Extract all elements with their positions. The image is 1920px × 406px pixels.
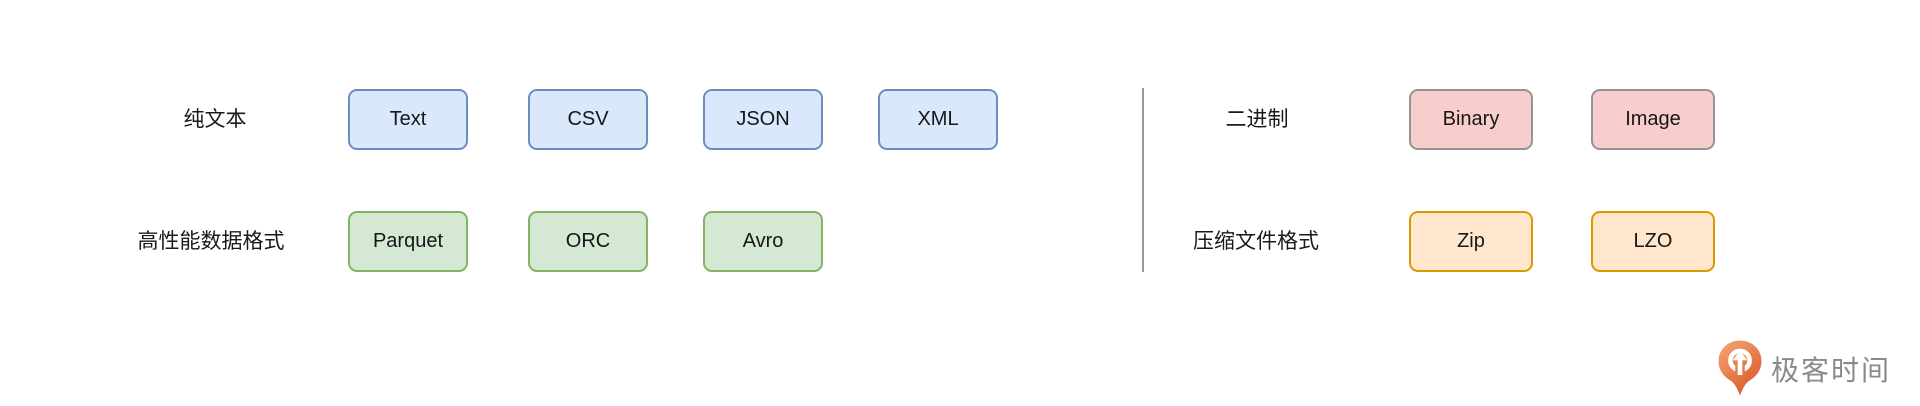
node-json: JSON xyxy=(703,89,823,150)
label-high-performance-formats: 高性能数据格式 xyxy=(137,230,285,253)
node-orc: ORC xyxy=(528,211,648,272)
node-avro: Avro xyxy=(703,211,823,272)
node-parquet: Parquet xyxy=(348,211,468,272)
label-compressed-file-formats: 压缩文件格式 xyxy=(1193,230,1319,253)
label-binary: 二进制 xyxy=(1225,108,1289,131)
node-zip: Zip xyxy=(1409,211,1533,272)
node-image: Image xyxy=(1591,89,1715,150)
node-binary: Binary xyxy=(1409,89,1533,150)
node-text: Text xyxy=(348,89,468,150)
node-lzo: LZO xyxy=(1591,211,1715,272)
brand-watermark: 极客时间 xyxy=(1717,339,1891,399)
label-plain-text: 纯文本 xyxy=(183,108,247,131)
section-divider xyxy=(1142,88,1144,272)
node-xml: XML xyxy=(878,89,998,150)
node-csv: CSV xyxy=(528,89,648,150)
watermark-text: 极客时间 xyxy=(1771,355,1892,386)
geektime-pin-icon xyxy=(1718,340,1762,396)
